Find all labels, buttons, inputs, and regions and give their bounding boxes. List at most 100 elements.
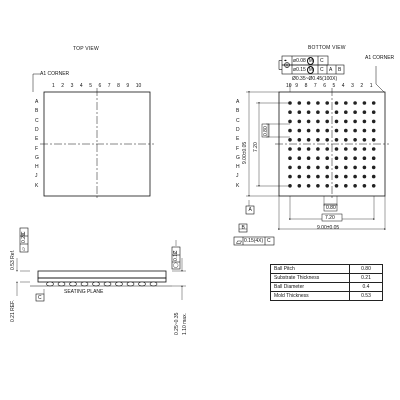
bottom-view-drawing [233, 55, 389, 246]
solder-ball [316, 110, 320, 114]
spec-table: Ball Pitch 0.80 Substrate Thickness 0.21… [270, 264, 383, 301]
solder-ball [306, 101, 311, 105]
solder-ball [316, 174, 320, 179]
side-view-right-fcf [171, 246, 181, 270]
bottom-view-column-label: 5 [332, 83, 336, 89]
fcf2-ref-b: B [338, 66, 342, 73]
top-view-column-label: 5 [89, 83, 92, 89]
fcf2-value: ø0.15 M [293, 65, 315, 74]
solder-ball [371, 184, 376, 188]
fcf-right-ref: C [173, 250, 179, 254]
solder-ball [316, 147, 320, 151]
solder-ball [325, 138, 330, 142]
bottom-view-row-label: J [236, 173, 239, 180]
spec-label: Ball Pitch [270, 264, 350, 274]
datum-b-label: B [241, 225, 245, 231]
solder-ball [362, 110, 367, 114]
solder-ball [306, 110, 311, 114]
solder-ball [353, 138, 357, 142]
solder-ball [344, 174, 348, 179]
inner-box-h [321, 213, 343, 222]
solder-ball [353, 165, 357, 170]
spec-label: Mold Thickness [270, 291, 350, 301]
side-view-datum-c-box [35, 293, 45, 302]
fcf-right-symbol: ◯ [173, 262, 179, 268]
solder-ball [325, 165, 330, 170]
side-solder-ball [57, 281, 66, 287]
solder-ball [288, 174, 292, 179]
spec-value: 0.53 [349, 291, 383, 301]
solder-ball [306, 119, 311, 124]
solder-ball [306, 156, 311, 160]
top-view-row-label: G [35, 154, 39, 161]
solder-ball [344, 165, 348, 170]
fcf1-symbol: ⌖ [284, 57, 287, 64]
side-solder-ball [138, 281, 146, 287]
solder-ball [297, 184, 302, 188]
dim-pitch-vertical: 0.80 [263, 126, 269, 136]
bottom-view-row-label: E [236, 136, 240, 143]
bottom-view-column-label: 9 [295, 83, 299, 89]
bottom-view-row-label: H [236, 164, 240, 171]
solder-ball [334, 119, 339, 124]
top-view-row-label: H [35, 164, 39, 171]
dim-ball-height: 0.25~0.35 [174, 312, 180, 335]
solder-ball [306, 138, 311, 142]
top-view-column-label: 7 [107, 83, 111, 89]
solder-ball [288, 138, 292, 142]
dim-outer-horizontal: 9.00±0.05 [317, 225, 340, 231]
solder-ball [297, 174, 302, 179]
solder-ball [353, 128, 357, 133]
solder-ball [371, 138, 376, 142]
top-view-drawing [32, 73, 154, 200]
bottom-view-flatness-fcf [233, 236, 275, 246]
table-row: Substrate Thickness 0.21 [270, 273, 383, 283]
top-view-title: TOP VIEW [73, 46, 99, 52]
side-solder-ball [69, 281, 77, 287]
bottom-view-row-label: G [236, 154, 240, 161]
solder-ball [371, 165, 376, 170]
solder-ball [306, 165, 311, 170]
solder-ball [344, 119, 348, 124]
side-view-mold [37, 270, 167, 279]
bottom-view-column-label: 7 [313, 83, 317, 89]
solder-ball [334, 128, 339, 133]
solder-ball [334, 165, 339, 170]
solder-ball [325, 119, 330, 124]
datum-c-label: C [38, 295, 42, 301]
top-view-column-label: 4 [79, 83, 83, 89]
solder-ball [371, 174, 376, 179]
dim-pitch-horizontal: 0.80 [326, 205, 336, 211]
solder-ball [325, 147, 330, 151]
solder-ball [306, 184, 311, 188]
side-view-balls [46, 281, 158, 287]
solder-ball [288, 128, 292, 133]
bottom-view-column-label: 6 [323, 83, 326, 89]
solder-ball [362, 174, 367, 179]
solder-ball [344, 128, 348, 133]
solder-ball [371, 147, 376, 151]
solder-ball [344, 184, 348, 188]
solder-ball [297, 128, 302, 133]
solder-ball [353, 119, 357, 124]
datum-b-box [238, 223, 248, 233]
bottom-view-column-label: 3 [351, 83, 354, 89]
fcf-top-ref: C [21, 231, 27, 235]
side-view-substrate [37, 277, 167, 283]
solder-ball [325, 174, 330, 179]
solder-ball [353, 101, 357, 105]
fcf2-ref-a: A [329, 66, 333, 73]
flatness-value: 0.15(4X) [244, 238, 264, 244]
bottom-view-row-label: F [236, 145, 240, 152]
side-view-drawing [16, 227, 186, 302]
fcf1-value: ø0.08 M [293, 56, 315, 65]
solder-ball [371, 101, 376, 105]
solder-ball [288, 147, 292, 151]
bottom-view-ball-grid [288, 101, 376, 188]
solder-ball [297, 147, 302, 151]
spec-value: 0.4 [349, 282, 383, 292]
fcf2-ref-c: C [320, 66, 324, 73]
top-view-row-label: E [35, 136, 39, 143]
solder-ball [325, 184, 330, 188]
solder-ball [371, 119, 376, 124]
